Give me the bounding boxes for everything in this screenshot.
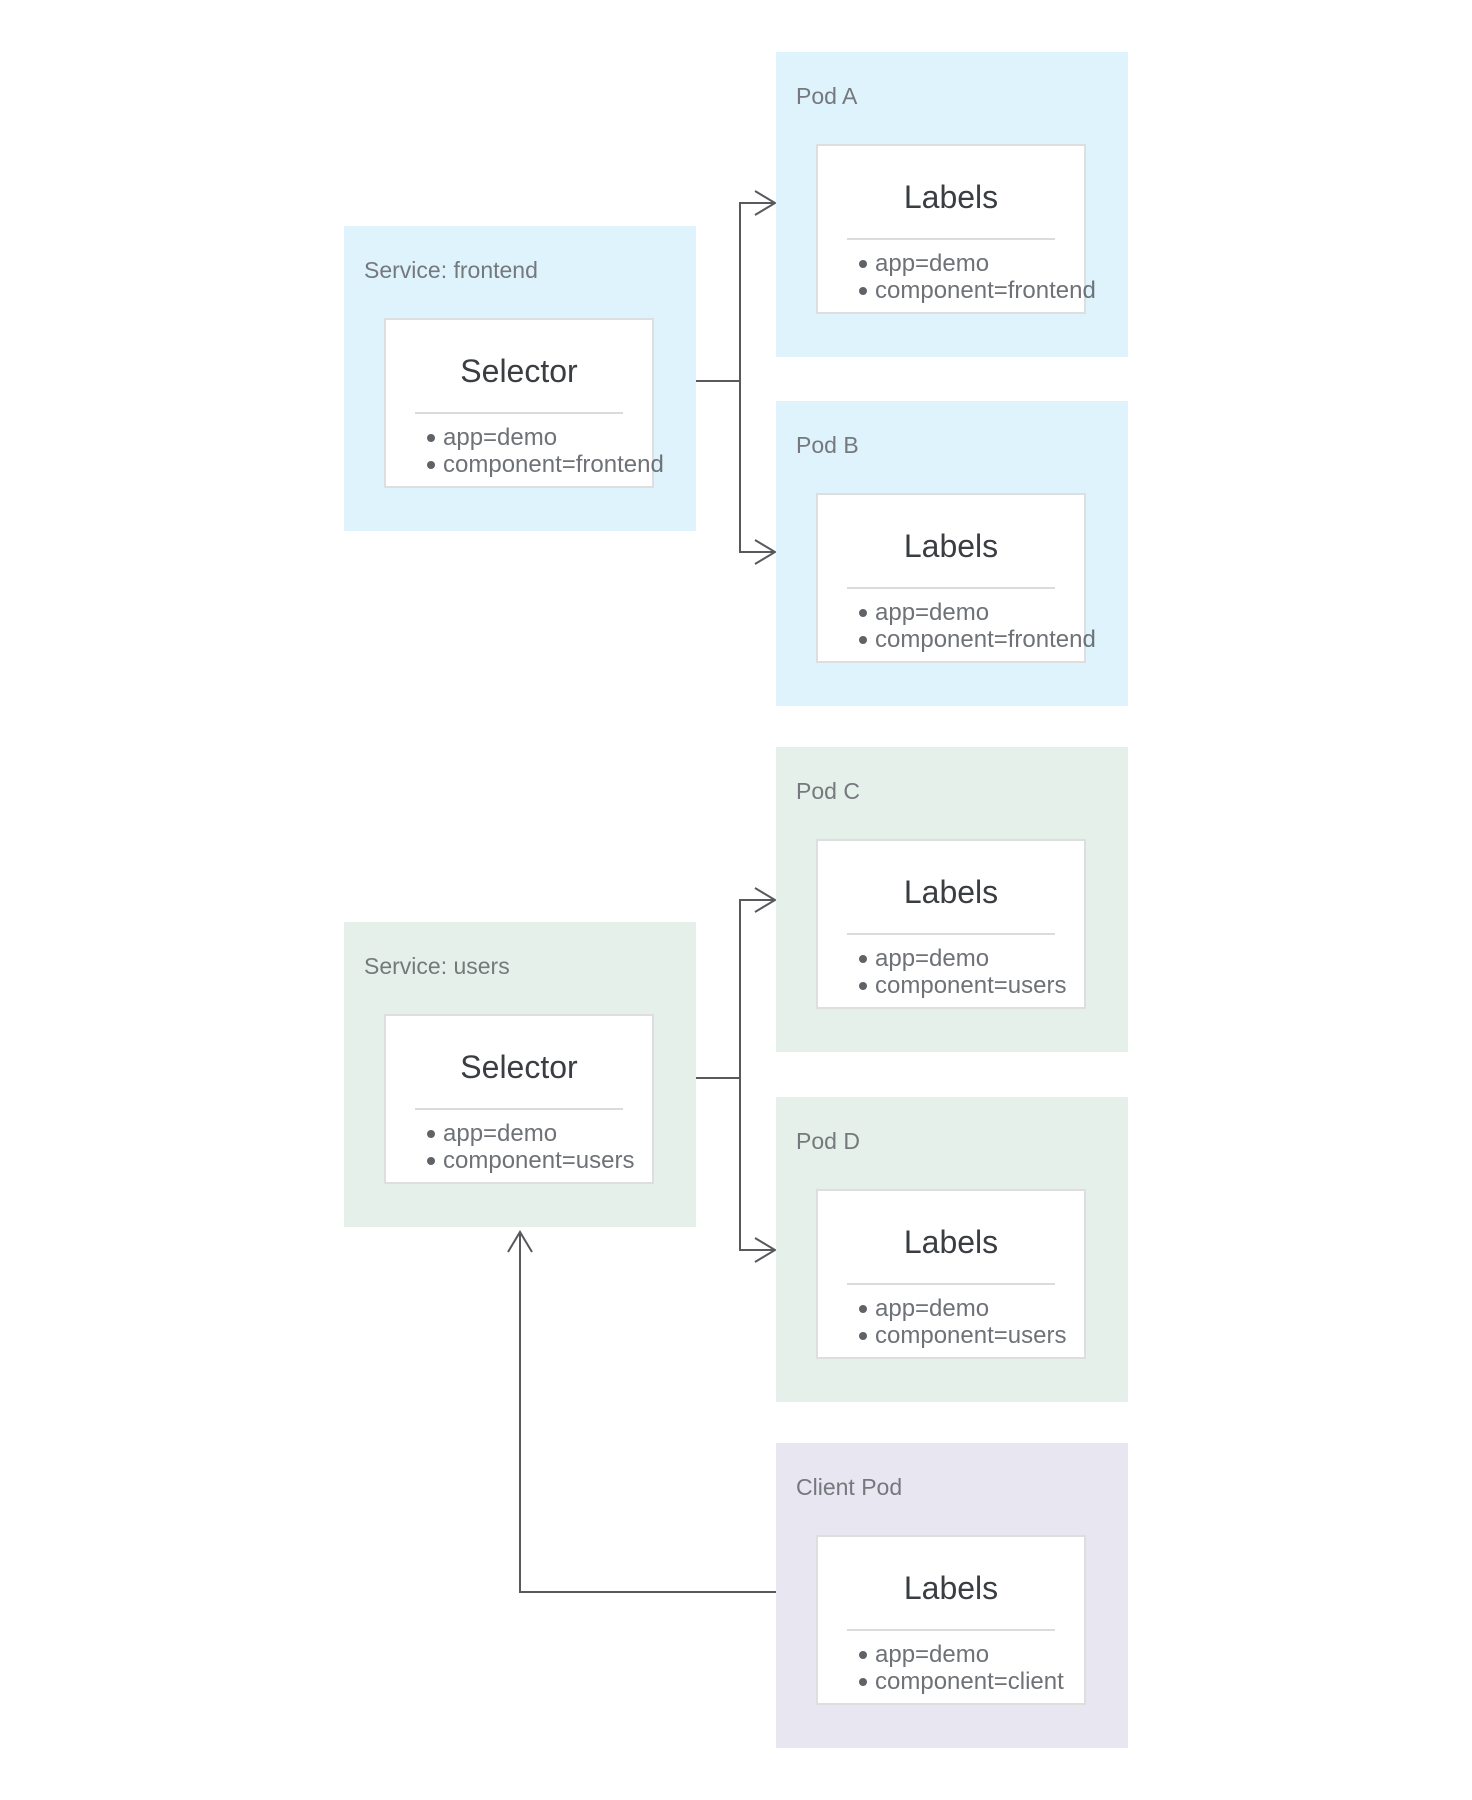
card-title: Labels — [903, 874, 999, 910]
connector-service-frontend-to-pod-a — [739, 190, 777, 381]
labels-list: app=demo component=client — [818, 1641, 1084, 1695]
pod-b-label: Pod B — [796, 432, 859, 458]
card-divider — [847, 587, 1055, 589]
pod-a-label: Pod A — [796, 83, 858, 109]
card-divider — [415, 412, 623, 414]
pod-a-box: Pod A Labels app=demo component=frontend — [776, 52, 1128, 357]
pod-d-labels-card: Labels app=demo component=users — [816, 1189, 1086, 1359]
service-users-label: Service: users — [364, 953, 510, 979]
pod-a-labels-card: Labels app=demo component=frontend — [816, 144, 1096, 314]
list-item: component=users — [859, 972, 1084, 999]
pod-d-box: Pod D Labels app=demo component=users — [776, 1097, 1128, 1402]
card-title: Labels — [903, 179, 999, 215]
service-frontend-box: Service: frontend Selector app=demo comp… — [344, 226, 696, 531]
service-frontend-label: Service: frontend — [364, 257, 538, 283]
labels-list: app=demo component=frontend — [818, 250, 1096, 304]
labels-list: app=demo component=frontend — [818, 599, 1096, 653]
selector-list: app=demo component=frontend — [386, 424, 664, 478]
card-divider — [847, 238, 1055, 240]
service-frontend-selector-card: Selector app=demo component=frontend — [384, 318, 664, 488]
list-item: app=demo — [859, 599, 1084, 626]
selector-list: app=demo component=users — [386, 1120, 652, 1174]
labels-list: app=demo component=users — [818, 945, 1084, 999]
pod-c-labels-card: Labels app=demo component=users — [816, 839, 1086, 1009]
card-divider — [847, 1629, 1055, 1631]
list-item: component=client — [859, 1668, 1084, 1695]
connector-service-users-to-pod-c — [739, 887, 777, 1078]
list-item: app=demo — [427, 424, 652, 451]
list-item: component=frontend — [859, 277, 1096, 304]
pod-c-label: Pod C — [796, 778, 860, 804]
list-item: component=users — [859, 1322, 1084, 1349]
labels-list: app=demo component=users — [818, 1295, 1084, 1349]
list-item: component=users — [427, 1147, 652, 1174]
client-pod-box: Client Pod Labels app=demo component=cli… — [776, 1443, 1128, 1748]
card-title: Labels — [903, 1224, 999, 1260]
card-title: Selector — [460, 353, 578, 389]
card-divider — [847, 933, 1055, 935]
connector-client-pod-to-service-users — [507, 1230, 776, 1593]
connector-service-users-to-pod-d — [739, 1078, 777, 1263]
card-title: Selector — [460, 1049, 578, 1085]
card-divider — [847, 1283, 1055, 1285]
connector-service-frontend-to-pod-b — [739, 381, 777, 565]
pod-b-labels-card: Labels app=demo component=frontend — [816, 493, 1096, 663]
list-item: app=demo — [859, 1295, 1084, 1322]
list-item: app=demo — [859, 250, 1084, 277]
list-item: app=demo — [859, 1641, 1084, 1668]
service-users-box: Service: users Selector app=demo compone… — [344, 922, 696, 1227]
card-title: Labels — [903, 1570, 999, 1606]
list-item: app=demo — [427, 1120, 652, 1147]
client-pod-label: Client Pod — [796, 1474, 903, 1500]
card-divider — [415, 1108, 623, 1110]
list-item: component=frontend — [859, 626, 1096, 653]
pod-d-label: Pod D — [796, 1128, 860, 1154]
client-pod-labels-card: Labels app=demo component=client — [816, 1535, 1086, 1705]
list-item: app=demo — [859, 945, 1084, 972]
card-title: Labels — [903, 528, 999, 564]
service-users-selector-card: Selector app=demo component=users — [384, 1014, 654, 1184]
pod-c-box: Pod C Labels app=demo component=users — [776, 747, 1128, 1052]
pod-b-box: Pod B Labels app=demo component=frontend — [776, 401, 1128, 706]
list-item: component=frontend — [427, 451, 664, 478]
